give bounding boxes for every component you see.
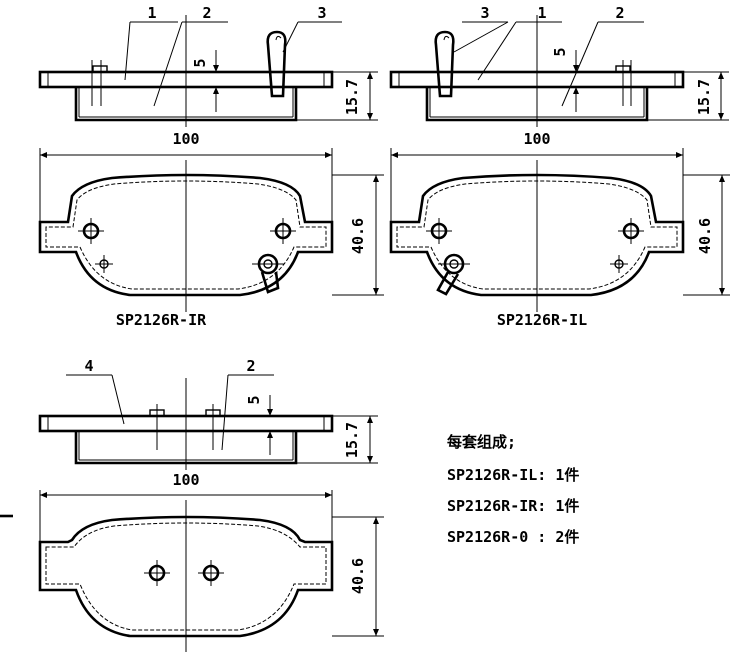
callout-2: 2 (246, 357, 255, 375)
pad-outline (38, 515, 334, 638)
height-dim: 40.6 (696, 218, 714, 254)
pad-outline (38, 173, 334, 297)
callout-1: 1 (147, 4, 156, 22)
width-dim: 100 (172, 130, 199, 148)
front-view-right: 100 40.6 SP2126R-IL (389, 130, 730, 329)
front-view-bottom: 100 40.6 (38, 471, 384, 652)
width-dim: 100 (172, 471, 199, 489)
thickness-dim: 15.7 (343, 79, 361, 115)
kit-note-heading: 每套组成; (447, 433, 516, 451)
side-view-left: 5 15.7 1 2 3 (38, 4, 378, 127)
width-dim: 100 (523, 130, 550, 148)
offset-dim: 5 (551, 47, 569, 56)
thickness-dim: 15.7 (343, 422, 361, 458)
offset-dim: 5 (191, 58, 209, 67)
callout-4: 4 (84, 357, 93, 375)
kit-note-line: SP2126R-0 : 2件 (447, 528, 579, 546)
callout-2: 2 (615, 4, 624, 22)
offset-dim: 5 (245, 395, 263, 404)
wear-indicator-clip (266, 30, 287, 98)
callout-2: 2 (202, 4, 211, 22)
side-view-bottom: 5 15.7 4 2 (38, 357, 378, 470)
height-dim: 40.6 (349, 558, 367, 594)
thickness-dim: 15.7 (695, 79, 713, 115)
kit-composition-note: 每套组成; SP2126R-IL: 1件 SP2126R-IR: 1件 SP21… (447, 433, 579, 546)
kit-note-line: SP2126R-IL: 1件 (447, 466, 579, 484)
pad-outline (389, 173, 685, 297)
height-dim: 40.6 (349, 218, 367, 254)
part-label-ir: SP2126R-IR (116, 311, 207, 329)
callout-1: 1 (537, 4, 546, 22)
side-view-right: 5 15.7 3 1 2 (389, 4, 729, 127)
front-view-left: 100 40.6 SP2126R-IR (38, 130, 384, 329)
wear-indicator-clip (434, 30, 455, 98)
callout-3: 3 (480, 4, 489, 22)
part-label-il: SP2126R-IL (497, 311, 587, 329)
kit-note-line: SP2126R-IR: 1件 (447, 497, 579, 515)
callout-3: 3 (317, 4, 326, 22)
